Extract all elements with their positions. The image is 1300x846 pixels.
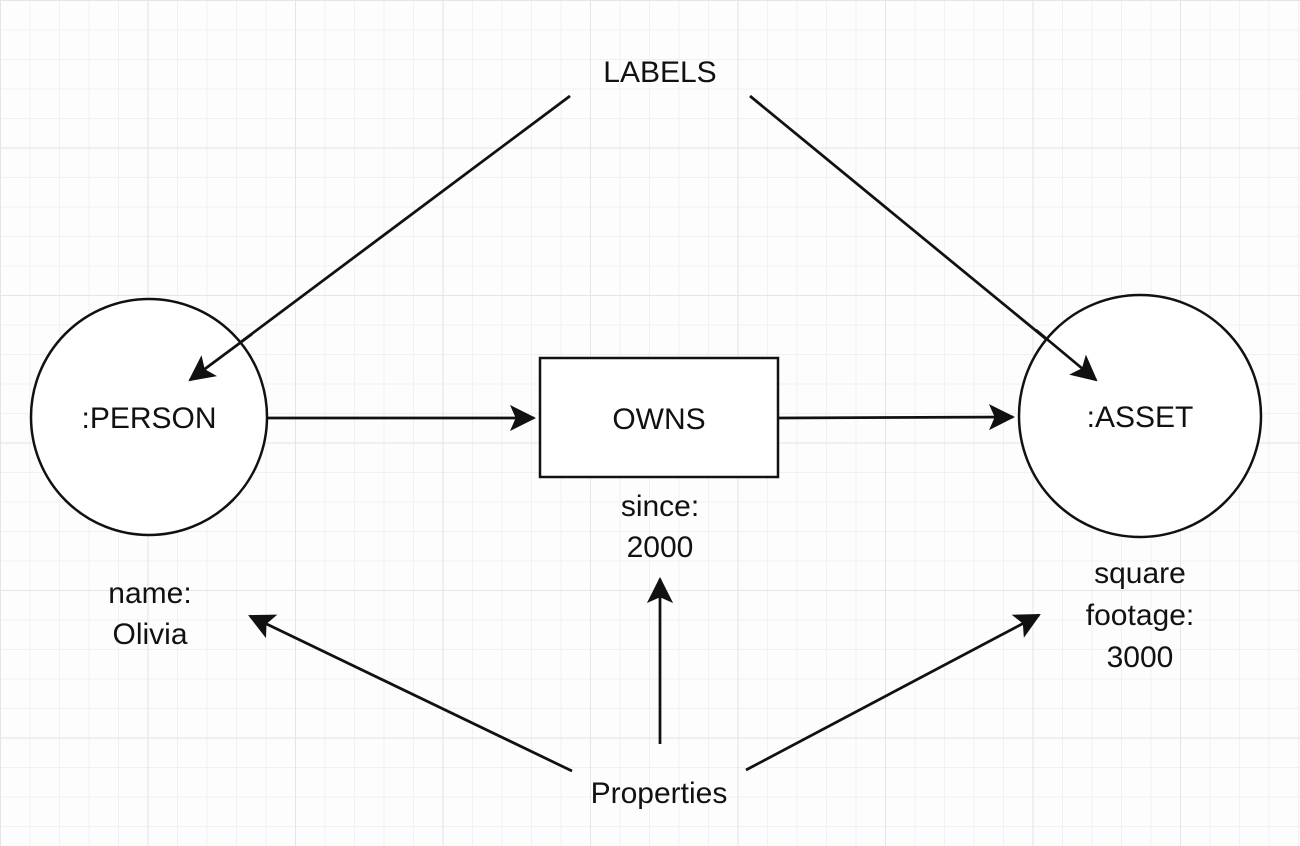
asset-property-line1: square bbox=[1094, 557, 1186, 590]
labels-annotation-text: LABELS bbox=[603, 56, 716, 89]
properties-annotation-text: Properties bbox=[591, 777, 728, 810]
properties-to-name-arrow bbox=[248, 614, 573, 773]
owns-property-line1: since: bbox=[621, 490, 699, 523]
labels-to-person-arrow bbox=[188, 94, 571, 382]
labels-to-person-arrow-tip bbox=[188, 332, 253, 382]
owns-to-asset-arrow bbox=[777, 404, 1016, 431]
owns-relationship-label: OWNS bbox=[612, 403, 705, 436]
owns-property-line2: 2000 bbox=[627, 531, 694, 564]
properties-to-footage-arrow bbox=[745, 613, 1041, 772]
asset-node-label: :ASSET bbox=[1087, 401, 1194, 434]
person-property-line1: name: bbox=[108, 577, 191, 610]
asset-property-line2: footage: bbox=[1086, 599, 1194, 632]
person-node-label: :PERSON bbox=[81, 402, 216, 435]
asset-property-line3: 3000 bbox=[1107, 641, 1174, 674]
owns-relationship-box bbox=[538, 356, 780, 479]
person-property-line2: Olivia bbox=[112, 618, 187, 651]
labels-to-asset-arrow-tip bbox=[1035, 328, 1098, 382]
